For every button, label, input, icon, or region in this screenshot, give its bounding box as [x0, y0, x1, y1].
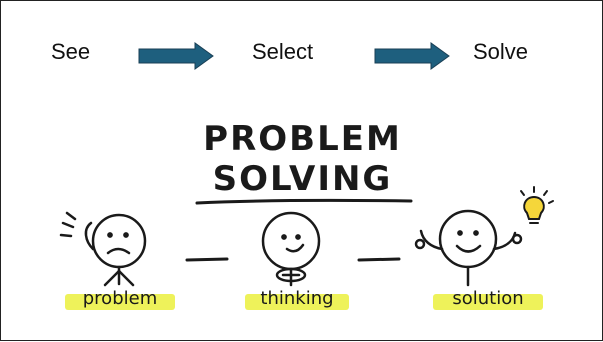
step-see-label: See: [51, 39, 91, 64]
right-arrow-icon: [374, 42, 450, 70]
right-arrow-icon: [138, 42, 214, 70]
caption-solution: solution: [452, 288, 524, 309]
step-select-label: Select: [252, 39, 314, 64]
title-solving: SOLVING: [212, 159, 393, 199]
caption-problem: problem: [82, 288, 158, 309]
step-solve-label: Solve: [473, 39, 529, 64]
caption-thinking: thinking: [260, 288, 334, 309]
title-problem: PROBLEM: [203, 119, 402, 159]
